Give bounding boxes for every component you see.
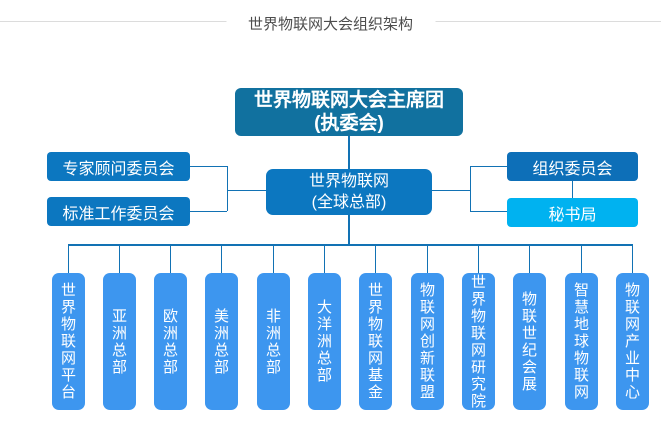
connector-branch-drop bbox=[273, 246, 274, 273]
connector-orgcom-stub bbox=[470, 166, 507, 167]
branch-node-americas-hq: 美洲总部 bbox=[205, 273, 238, 410]
branch: 世界物联网平台 bbox=[52, 246, 85, 410]
connector-branch-drop bbox=[529, 246, 530, 273]
branch: 欧洲总部 bbox=[154, 246, 187, 410]
secretariat-label: 秘书局 bbox=[548, 206, 597, 224]
branch-node-oceania-hq: 大洋洲总部 bbox=[308, 273, 341, 410]
branch: 亚洲总部 bbox=[103, 246, 136, 410]
branch-node-iot-industry-center: 物联网产业中心 bbox=[616, 273, 649, 410]
connector-orgcom-to-secretariat bbox=[572, 181, 573, 198]
connector-left-bracket bbox=[227, 166, 228, 211]
connector-right-bracket bbox=[470, 166, 471, 211]
organizing-committee-label: 组织委员会 bbox=[532, 160, 613, 178]
branch-row: 世界物联网平台 亚洲总部 欧洲总部 美洲总部 非洲总部 大洋洲总部 世界物联网基… bbox=[0, 246, 661, 412]
branch: 大洋洲总部 bbox=[308, 246, 341, 410]
root-node-label-line2: (执委会) bbox=[314, 113, 384, 134]
branch: 物联网创新联盟 bbox=[411, 246, 444, 410]
standards-working-committee-node: 标准工作委员会 bbox=[47, 197, 190, 226]
branch-node-world-iot-research-institute: 世界物联网研究院 bbox=[462, 273, 495, 410]
connector-hq-to-bus bbox=[348, 215, 350, 246]
branch-node-iot-innovation-alliance: 物联网创新联盟 bbox=[411, 273, 444, 410]
branch: 物联世纪会展 bbox=[513, 246, 546, 410]
connector-branch-drop bbox=[632, 246, 633, 273]
connector-branch-drop bbox=[68, 246, 69, 273]
expert-advisory-committee-node: 专家顾问委员会 bbox=[47, 152, 190, 181]
connector-expert-stub bbox=[190, 166, 227, 167]
connector-branch-drop bbox=[119, 246, 120, 273]
root-node-label-line1: 世界物联网大会主席团 bbox=[253, 90, 444, 111]
connector-bottom-bus bbox=[68, 244, 633, 246]
connector-hq-right bbox=[432, 190, 470, 191]
secretariat-node: 秘书局 bbox=[507, 198, 638, 227]
branch-node-asia-hq: 亚洲总部 bbox=[103, 273, 136, 410]
organizing-committee-node: 组织委员会 bbox=[507, 152, 638, 181]
branch-node-smart-earth-iot: 智慧地球物联网 bbox=[565, 273, 598, 410]
hq-node-world-iot: 世界物联网 (全球总部) bbox=[266, 169, 432, 215]
branch-node-africa-hq: 非洲总部 bbox=[257, 273, 290, 410]
branch: 世界物联网研究院 bbox=[462, 246, 495, 410]
connector-branch-drop bbox=[375, 246, 376, 273]
branch-node-europe-hq: 欧洲总部 bbox=[154, 273, 187, 410]
connector-hq-left bbox=[227, 190, 266, 191]
connector-branch-drop bbox=[221, 246, 222, 273]
branch: 世界物联网基金 bbox=[359, 246, 392, 410]
connector-standard-stub bbox=[190, 211, 227, 212]
standards-working-committee-label: 标准工作委员会 bbox=[62, 205, 175, 223]
root-node-presidium: 世界物联网大会主席团 (执委会) bbox=[235, 88, 463, 136]
connector-branch-drop bbox=[324, 246, 325, 273]
branch-node-iot-century-exhibition: 物联世纪会展 bbox=[513, 273, 546, 410]
connector-secretariat-stub bbox=[470, 211, 507, 212]
branch: 智慧地球物联网 bbox=[565, 246, 598, 410]
expert-advisory-committee-label: 专家顾问委员会 bbox=[62, 160, 175, 178]
connector-root-to-hq bbox=[348, 136, 350, 169]
connector-branch-drop bbox=[581, 246, 582, 273]
hq-node-label-line2: (全球总部) bbox=[311, 194, 387, 211]
branch: 非洲总部 bbox=[257, 246, 290, 410]
connector-branch-drop bbox=[427, 246, 428, 273]
branch: 物联网产业中心 bbox=[616, 246, 649, 410]
connector-branch-drop bbox=[170, 246, 171, 273]
branch: 美洲总部 bbox=[205, 246, 238, 410]
hq-node-label-line1: 世界物联网 bbox=[308, 173, 389, 190]
connector-branch-drop bbox=[478, 246, 479, 273]
page-title: 世界物联网大会组织架构 bbox=[225, 13, 436, 34]
branch-node-world-iot-platform: 世界物联网平台 bbox=[52, 273, 85, 410]
branch-node-world-iot-fund: 世界物联网基金 bbox=[359, 273, 392, 410]
